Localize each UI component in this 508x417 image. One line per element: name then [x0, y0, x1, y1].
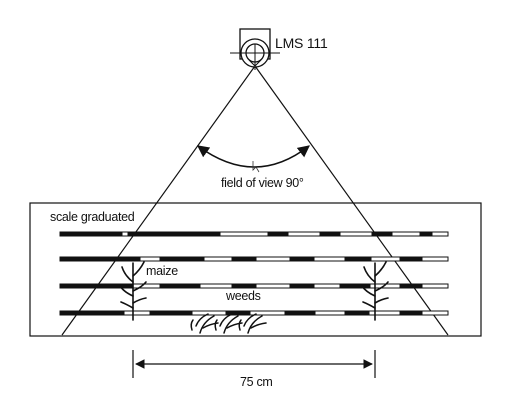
dimension-arrow-icon: [132, 350, 376, 378]
cursor-pointer-icon: [252, 161, 260, 173]
maize-label: maize: [146, 264, 178, 278]
left-scan-ray: [61, 65, 256, 336]
field-of-view-arc: [197, 145, 310, 173]
sensor-label: LMS 111: [275, 35, 328, 51]
weed-plant-icon: [190, 313, 267, 334]
scene-frame: [29, 202, 482, 337]
scale-graduated-label: scale graduated: [50, 210, 135, 224]
scan-field-rays: [61, 65, 449, 336]
laser-scanner-icon: [230, 28, 280, 70]
maize-plant-icon: [119, 261, 147, 321]
scale-bar-2: [59, 256, 449, 262]
row-width-label: 75 cm: [240, 375, 273, 389]
graduated-scale-bars: [59, 231, 449, 316]
scale-bar-3: [59, 283, 449, 289]
scale-bar-1: [59, 231, 449, 237]
right-scan-ray: [254, 65, 449, 336]
weeds-label: weeds: [226, 289, 261, 303]
field-of-view-label: field of view 90°: [221, 176, 304, 190]
maize-plant-icon-right: [361, 261, 389, 321]
